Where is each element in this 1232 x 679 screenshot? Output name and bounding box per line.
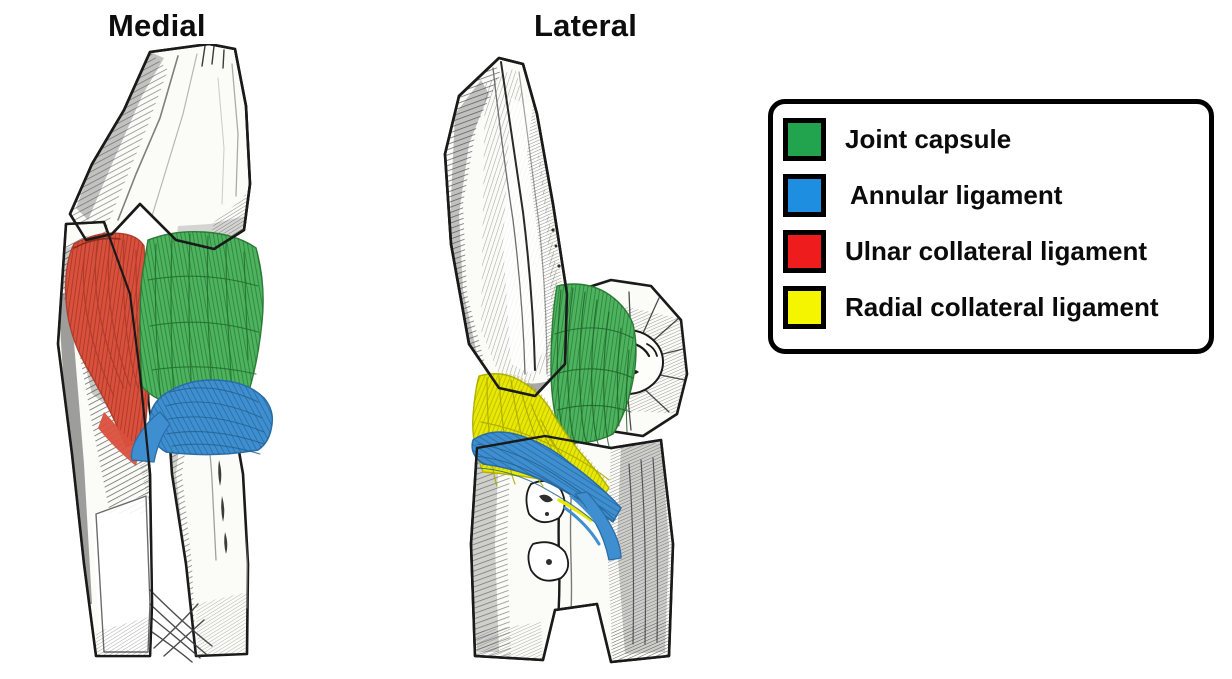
lateral-elbow-illustration [415,44,735,679]
legend-row-joint-capsule: Joint capsule [783,116,1011,162]
legend-label-joint-capsule: Joint capsule [845,124,1012,154]
legend-swatch-ulnar-collateral-ligament [783,229,826,273]
legend-row-annular-ligament: Annular ligament [783,172,1062,218]
legend-swatch-joint-capsule [783,117,826,161]
legend-swatch-radial-collateral-ligament [783,285,826,329]
legend-label-radial-collateral-ligament: Radial collateral ligament [845,292,1159,322]
legend-label-annular-ligament: Annular ligament [850,180,1063,210]
legend-box: Joint capsule Annular ligament Ulnar col… [768,99,1214,354]
legend-swatch-annular-ligament [783,173,826,217]
figure-title-medial: Medial [108,8,206,43]
legend-row-ulnar-collateral-ligament: Ulnar collateral ligament [783,228,1147,274]
figure-title-lateral: Lateral [534,8,638,43]
legend-label-ulnar-collateral-ligament: Ulnar collateral ligament [845,236,1147,266]
medial-elbow-illustration [0,44,330,679]
legend-row-radial-collateral-ligament: Radial collateral ligament [783,284,1159,330]
